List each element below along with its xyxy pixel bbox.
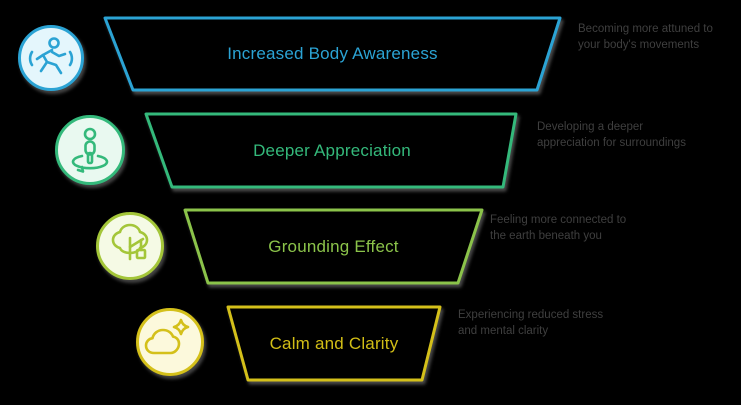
- funnel-step-3-description: Feeling more connected to the earth bene…: [490, 212, 670, 244]
- funnel-step-4-description: Experiencing reduced stress and mental c…: [458, 307, 638, 339]
- description-line: your body's movements: [578, 39, 700, 51]
- person-rotation-icon: [54, 114, 126, 186]
- tree-icon: [95, 211, 165, 281]
- description-line: Experiencing reduced stress: [458, 309, 604, 321]
- description-line: Developing a deeper: [537, 121, 644, 133]
- funnel-step-1-title: Increased Body Awareness: [227, 44, 438, 63]
- funnel-step-2-title: Deeper Appreciation: [253, 140, 411, 160]
- funnel-step-4: Calm and Clarity: [224, 303, 444, 384]
- description-line: and mental clarity: [458, 325, 549, 337]
- funnel-step-3: Grounding Effect: [181, 206, 486, 287]
- funnel-step-3-title: Grounding Effect: [268, 236, 399, 256]
- description-line: Becoming more attuned to: [578, 23, 713, 35]
- cloud-sparkle-icon: [135, 307, 205, 377]
- funnel-step-2-description: Developing a deeper appreciation for sur…: [537, 119, 717, 151]
- running-person-icon: [17, 24, 85, 92]
- funnel-step-1-description: Becoming more attuned to your body's mov…: [578, 21, 741, 53]
- funnel-step-4-title: Calm and Clarity: [269, 333, 399, 353]
- funnel-step-2: Deeper Appreciation: [142, 110, 522, 191]
- funnel-step-1: Increased Body Awareness: [100, 14, 565, 94]
- description-line: appreciation for surroundings: [537, 137, 686, 149]
- description-line: the earth beneath you: [490, 230, 602, 242]
- description-line: Feeling more connected to: [490, 214, 627, 226]
